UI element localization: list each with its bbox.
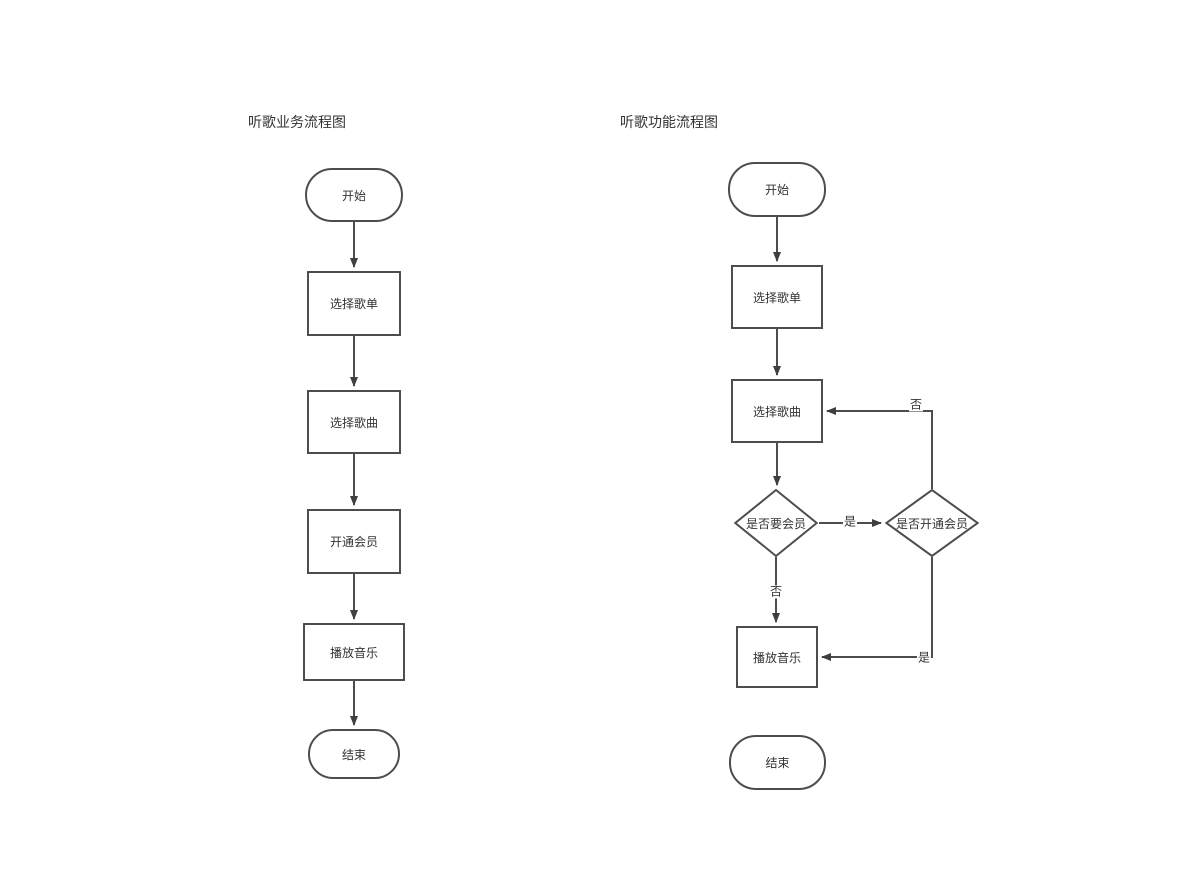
left-start-label: 开始 [341, 188, 366, 203]
right-play-music-label: 播放音乐 [752, 650, 801, 665]
edge-label-membership-opened-no: 否 [908, 397, 924, 412]
diamond-shape [734, 489, 818, 557]
right-select-song-label: 选择歌曲 [752, 404, 801, 419]
right-diagram-title: 听歌功能流程图 [620, 114, 718, 130]
left-diagram-title: 听歌业务流程图 [248, 114, 346, 130]
right-select-playlist-node: 选择歌单 [731, 265, 823, 329]
right-start-node: 开始 [728, 162, 826, 217]
left-start-node: 开始 [305, 168, 403, 222]
right-end-node: 结束 [729, 735, 826, 790]
left-select-song-label: 选择歌曲 [329, 415, 378, 430]
diamond-shape [885, 489, 979, 557]
left-open-membership-label: 开通会员 [329, 535, 378, 549]
right-select-song-node: 选择歌曲 [731, 379, 823, 443]
right-need-membership-label: 是否要会员 [745, 516, 806, 531]
right-membership-opened-decision: 是否开通会员 [885, 489, 979, 557]
left-open-membership-node: 开通会员 [307, 509, 401, 574]
right-end-label: 结束 [765, 756, 790, 770]
right-need-membership-decision: 是否要会员 [734, 489, 818, 557]
right-membership-opened-label: 是否开通会员 [895, 516, 968, 531]
right-play-music-node: 播放音乐 [736, 626, 818, 688]
edge-label-need-membership-no: 否 [768, 584, 784, 599]
left-select-song-node: 选择歌曲 [307, 390, 401, 454]
edge-label-need-membership-yes: 是 [842, 514, 858, 529]
left-select-playlist-node: 选择歌单 [307, 271, 401, 336]
right-select-playlist-label: 选择歌单 [752, 290, 801, 305]
edge-label-membership-opened-yes: 是 [916, 650, 932, 665]
left-end-node: 结束 [308, 729, 400, 779]
left-end-label: 结束 [341, 747, 366, 762]
right-start-label: 开始 [764, 183, 789, 197]
left-play-music-label: 播放音乐 [329, 645, 378, 660]
left-play-music-node: 播放音乐 [303, 623, 405, 681]
left-select-playlist-label: 选择歌单 [329, 297, 378, 311]
